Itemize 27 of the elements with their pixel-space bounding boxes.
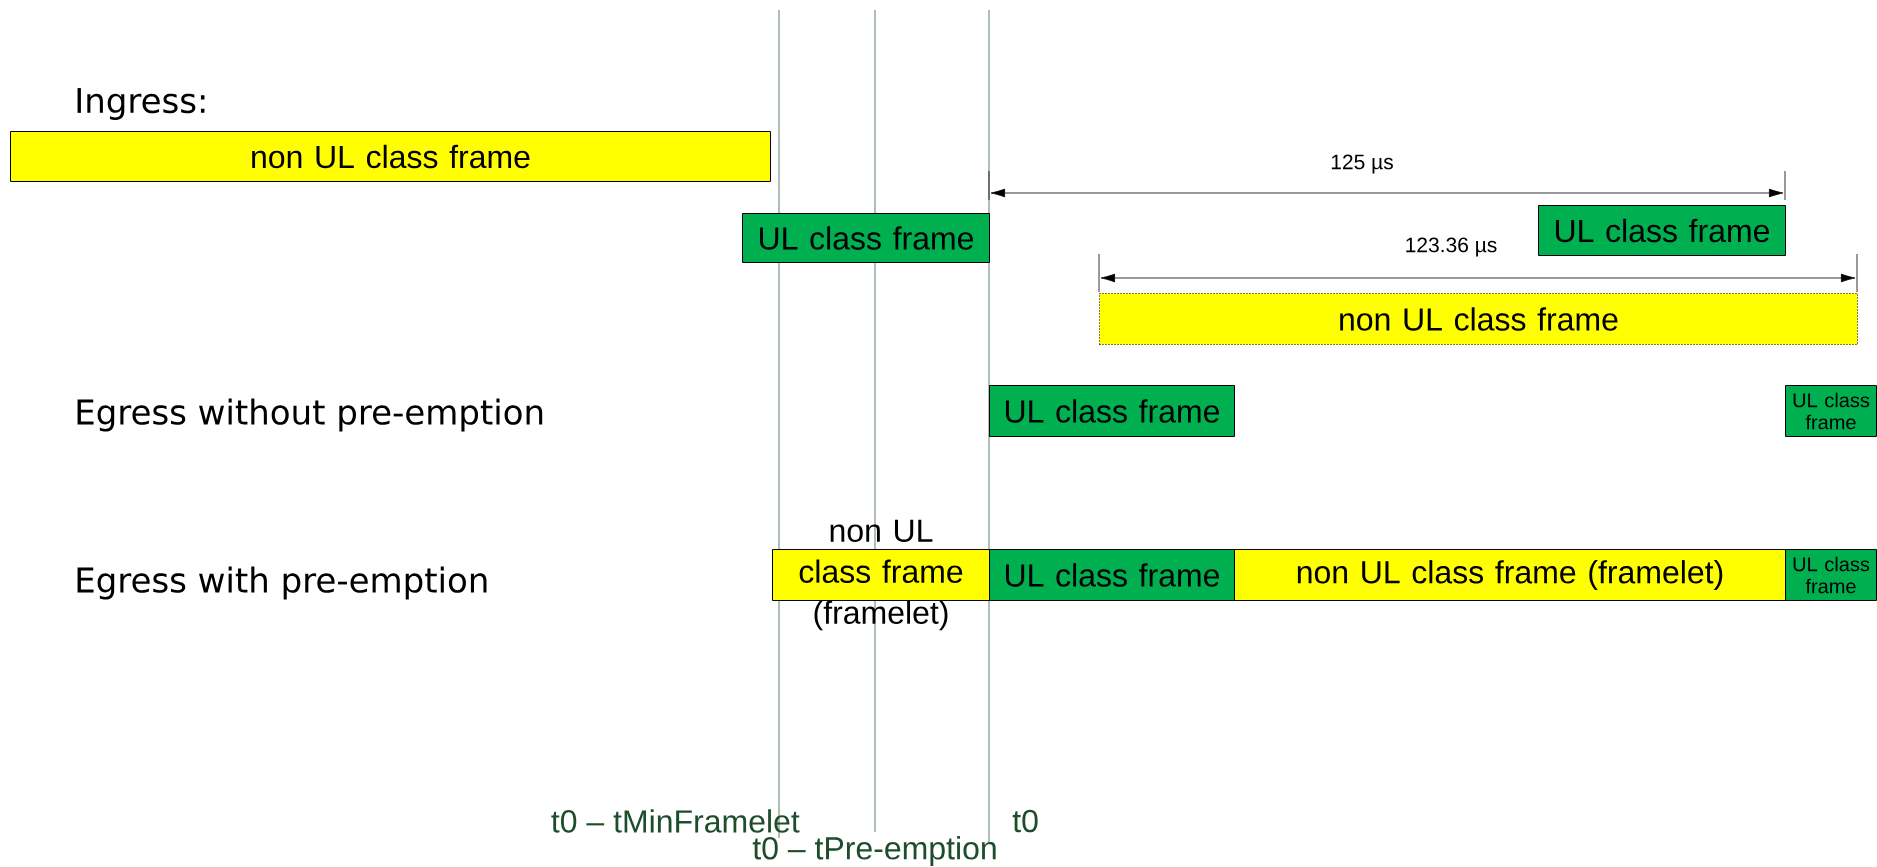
- row-label: Egress with pre-emption: [77, 566, 487, 600]
- time-label: t0 – tPre-emption: [752, 836, 996, 866]
- frame-box: [10, 131, 771, 182]
- row-label: Egress without pre-emption: [77, 398, 543, 432]
- time-label: t0 – tMinFramelet: [551, 809, 800, 833]
- time-label: t0: [1012, 809, 1038, 833]
- frame-label: UL class frame: [1006, 399, 1219, 423]
- dimension-label: 125 µs: [1331, 154, 1393, 174]
- frame-label: UL class frame: [1006, 563, 1219, 587]
- dimension-label: 123.36 µs: [1406, 237, 1497, 257]
- frame-box: [989, 549, 1235, 601]
- frame-box: [1785, 385, 1877, 437]
- frame-box: [1234, 549, 1786, 601]
- frame-label: non UL class frame (framelet): [1297, 560, 1723, 590]
- frame-box: [742, 213, 990, 263]
- frame-label: non UL class frame: [252, 144, 530, 169]
- frame-box: [1099, 293, 1858, 345]
- frame-box: [1785, 549, 1877, 601]
- frame-box: [1538, 205, 1786, 256]
- frame-label: UL class frame: [1556, 218, 1769, 243]
- frame-label: UL class frame: [760, 226, 973, 250]
- frame-label: UL class frame: [1793, 392, 1870, 430]
- frame-box: [772, 549, 990, 601]
- frame-label: non UL class frame (framelet): [799, 519, 963, 631]
- frame-label: non UL class frame: [1340, 307, 1618, 331]
- frame-box: [989, 385, 1235, 437]
- frame-label: UL class frame: [1793, 556, 1870, 594]
